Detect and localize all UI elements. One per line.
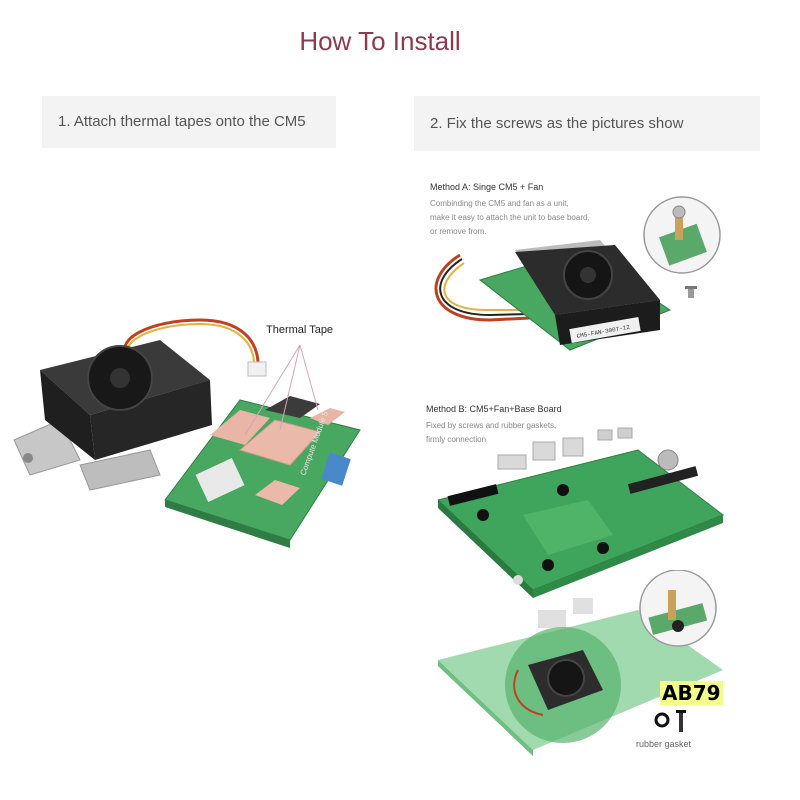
method-a-description: Combinding the CM5 and fan as a unit, ma…	[430, 199, 590, 236]
method-a-title: Method A: Singe CM5 + Fan	[430, 182, 544, 192]
assembled-board-illustration	[438, 570, 723, 756]
thermal-tape-label: Thermal Tape	[266, 324, 334, 336]
method-b-description: Fixed by screws and rubber gaskets, firm…	[426, 421, 557, 444]
method-b-title: Method B: CM5+Fan+Base Board	[426, 404, 562, 414]
watermark-badge: AB79	[660, 681, 723, 705]
step-2-label: 2. Fix the screws as the pictures show	[430, 115, 684, 132]
rubber-gasket-label: rubber gasket	[636, 739, 692, 749]
base-board-illustration	[438, 427, 725, 598]
page-title: How To Install	[299, 26, 461, 56]
step-1-banner: 1. Attach thermal tapes onto the CM5	[42, 96, 336, 148]
cm5-fan-illustration: Compute Module 5	[13, 318, 361, 548]
rubber-gasket-icon	[654, 710, 686, 732]
step-1-label: 1. Attach thermal tapes onto the CM5	[58, 113, 306, 130]
step-2-banner: 2. Fix the screws as the pictures show	[414, 96, 760, 151]
method-a-illustration: CM5-FAN-3007-12	[434, 196, 721, 351]
